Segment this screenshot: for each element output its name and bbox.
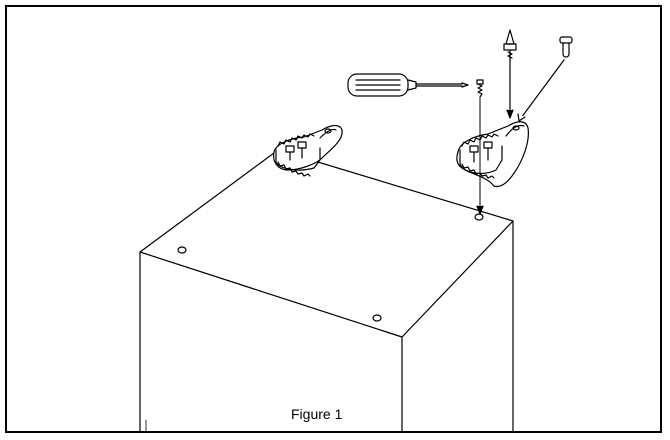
top-hole-left: [177, 246, 187, 254]
figure-caption: Figure 1: [291, 406, 343, 422]
cabinet: [139, 149, 514, 431]
cap-plug: [517, 36, 573, 122]
mounting-screw: [476, 79, 484, 215]
right-foot-bracket: [456, 121, 529, 188]
cabinet-top-face: [139, 149, 514, 338]
screwdriver: [347, 73, 469, 97]
assembly-illustration: [139, 29, 573, 431]
top-hole-right: [474, 213, 484, 221]
top-hole-front: [372, 314, 382, 322]
adjuster-bolt: [503, 29, 517, 119]
figure-frame: Figure 1: [5, 5, 662, 433]
left-foot-bracket: [273, 124, 343, 177]
